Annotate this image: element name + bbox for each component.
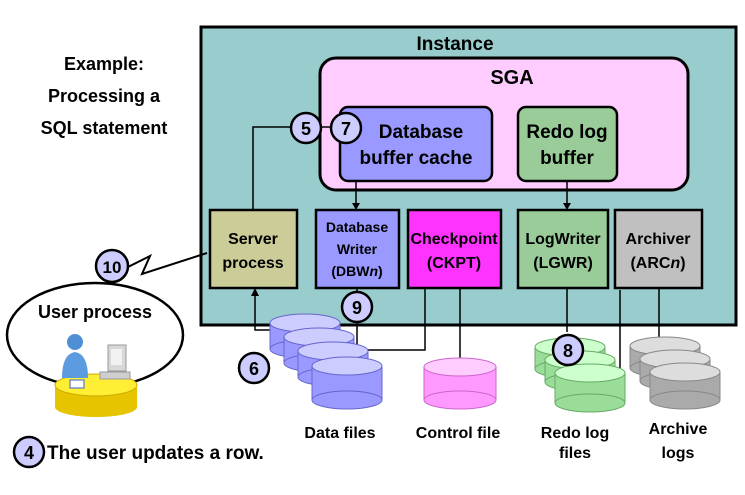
step-8: 8: [551, 333, 585, 367]
database-writer-label-2: Writer: [337, 241, 378, 257]
redo-log-files-label-1: Redo log: [541, 425, 609, 442]
server-process-label-1: Server: [228, 231, 278, 248]
database-writer-box: [314, 208, 401, 290]
user-process-label: User process: [38, 302, 152, 322]
step-7: 7: [329, 111, 363, 145]
redo-log-buffer: [516, 105, 619, 183]
redo-log-buffer-label-2: buffer: [540, 148, 594, 169]
server-process-box: [208, 208, 299, 290]
sga-title: SGA: [490, 67, 533, 89]
control-file-label: Control file: [416, 425, 501, 442]
step-9: 9: [340, 290, 374, 324]
user-process-ellipse: [5, 281, 185, 389]
svg-text:10: 10: [103, 258, 122, 277]
database-buffer-cache: [338, 105, 494, 183]
ckpt-to-datafiles-line: [368, 288, 426, 351]
database-buffer-cache-label-1: Database: [379, 122, 464, 143]
log-writer-label-1: LogWriter: [525, 231, 600, 248]
server-process-label-2: process: [222, 255, 283, 272]
checkpoint-box: [406, 208, 503, 290]
step-4-caption: The user updates a row.: [47, 443, 264, 464]
archiver-label-1: Archiver: [626, 231, 691, 248]
checkpoint-label-1: Checkpoint: [410, 231, 498, 248]
example-line-3: SQL statement: [41, 118, 168, 138]
archive-logs-label-2: logs: [662, 445, 695, 462]
log-writer-label-2: (LGWR): [533, 255, 593, 272]
archiver-label-2: (ARCn): [630, 255, 685, 272]
server-to-datafiles-line: [254, 290, 272, 331]
arrowhead-redo-to-lgwr: [563, 203, 571, 210]
redo-log-buffer-label-1: Redo log: [526, 122, 607, 143]
svg-text:4: 4: [24, 443, 34, 463]
svg-text:6: 6: [249, 359, 259, 379]
example-line-2: Processing a: [48, 86, 161, 106]
archive-logs-label-1: Archive: [649, 421, 708, 438]
arrowhead-cache-to-dbwr: [352, 203, 360, 210]
step-4: 4: [12, 435, 46, 469]
database-writer-label-3: (DBWn): [331, 263, 382, 279]
redo-log-files-label-2: files: [559, 445, 591, 462]
archive-logs-disks: [629, 336, 721, 410]
checkpoint-label-2: (CKPT): [427, 255, 481, 272]
data-files-disks: [269, 313, 383, 410]
svg-text:7: 7: [341, 119, 351, 139]
svg-text:9: 9: [352, 298, 362, 318]
data-files-label: Data files: [304, 425, 375, 442]
svg-text:8: 8: [563, 341, 573, 361]
control-file-disk: [423, 357, 497, 410]
database-writer-label-1: Database: [326, 219, 388, 235]
database-buffer-cache-label-2: buffer cache: [360, 148, 473, 169]
step-5: 5: [289, 111, 323, 145]
instance-title: Instance: [416, 34, 493, 55]
user-at-computer-icon: [54, 334, 138, 417]
log-writer-box: [516, 208, 610, 290]
archiver-box: [613, 208, 704, 290]
server-to-sga-line: [252, 126, 290, 210]
example-line-1: Example:: [64, 54, 144, 74]
step-10: 10: [94, 248, 130, 284]
svg-text:5: 5: [301, 119, 311, 139]
arrowhead-to-server: [251, 288, 259, 296]
step-6: 6: [237, 351, 271, 385]
